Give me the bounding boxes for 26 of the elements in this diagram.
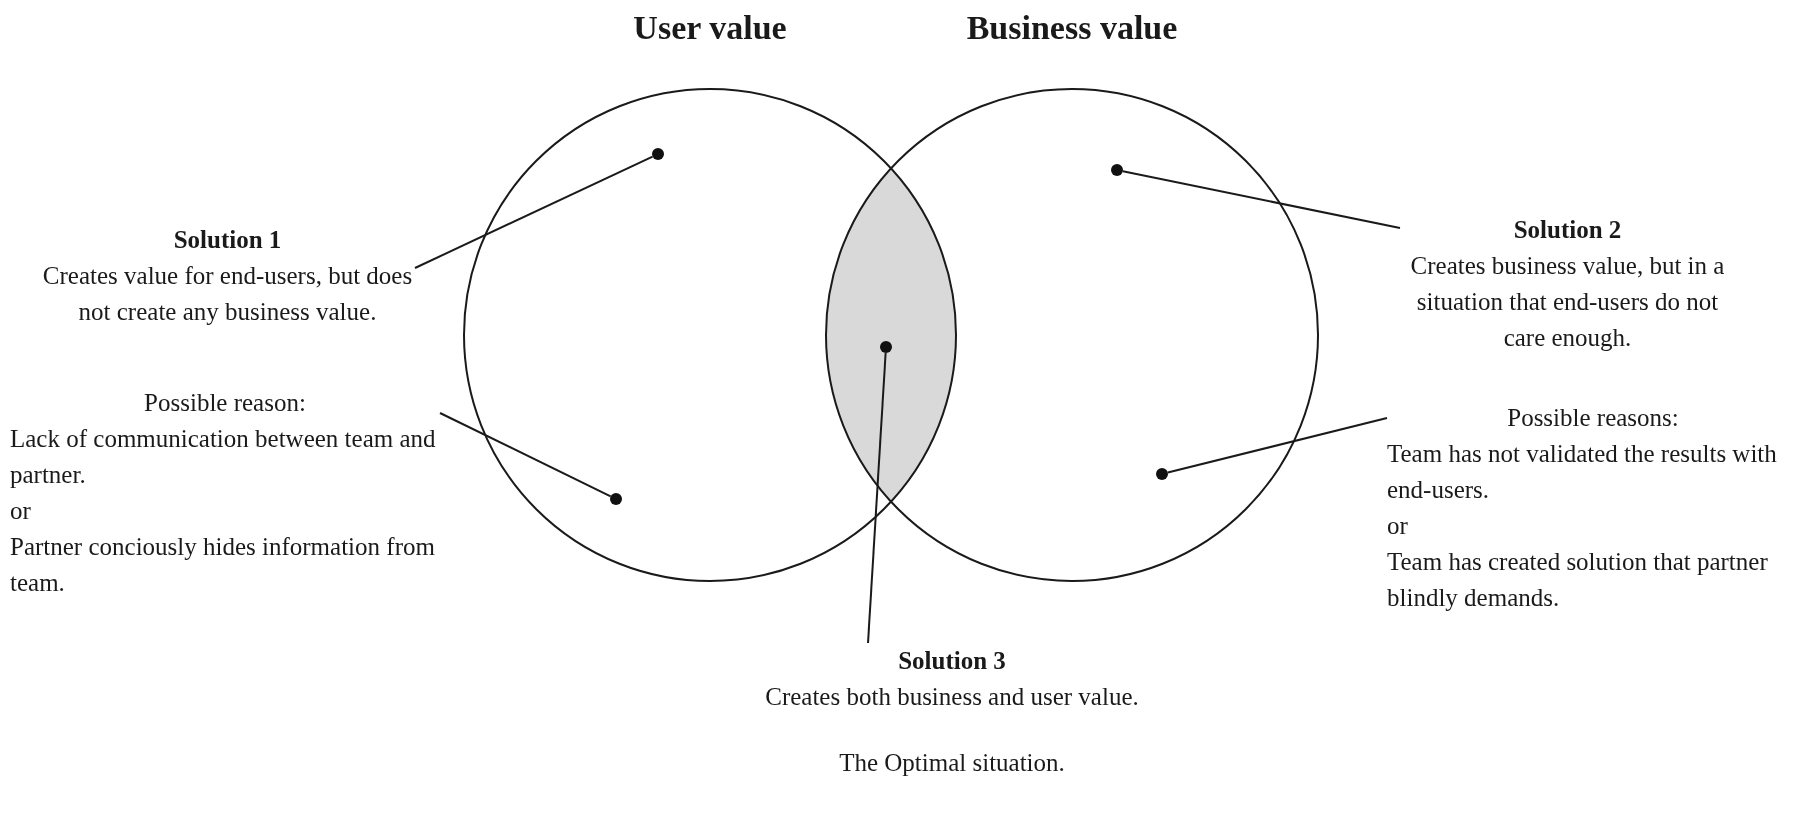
description-text: Creates both business and user value. xyxy=(764,682,1140,712)
point-dot xyxy=(652,148,664,160)
circle-title: User value xyxy=(633,8,787,48)
leader-line xyxy=(1121,170,1401,229)
heading-text: Possible reason: xyxy=(143,388,307,418)
point-dot xyxy=(610,493,622,505)
description-text: or xyxy=(1387,511,1409,541)
point-dot xyxy=(1111,164,1123,176)
description-text: Partner conciously hides information from team. xyxy=(10,532,436,598)
description-text: or xyxy=(10,496,32,526)
description-text: Lack of communication between team and partner. xyxy=(10,424,437,490)
description-text: Team has not validated the results with end-users. xyxy=(1387,439,1778,505)
heading-text: Solution 3 xyxy=(897,646,1007,676)
leader-line xyxy=(439,412,612,498)
point-dot xyxy=(1156,468,1168,480)
heading-text: Possible reasons: xyxy=(1506,403,1680,433)
leader-line xyxy=(1166,417,1388,474)
description-text: Creates value for end-users, but does not create any business value. xyxy=(41,261,414,327)
description-text: Creates business value, but in a situation that end-users do not care enough. xyxy=(1409,251,1726,353)
description-text: Team has created solution that partner blindly demands. xyxy=(1387,547,1769,613)
heading-text: Solution 1 xyxy=(172,225,283,255)
description-text: The Optimal situation. xyxy=(838,748,1066,778)
heading-text: Solution 2 xyxy=(1512,215,1623,245)
circle-title: Business value xyxy=(966,8,1178,48)
leader-line xyxy=(414,155,654,269)
leader-line xyxy=(867,352,887,644)
